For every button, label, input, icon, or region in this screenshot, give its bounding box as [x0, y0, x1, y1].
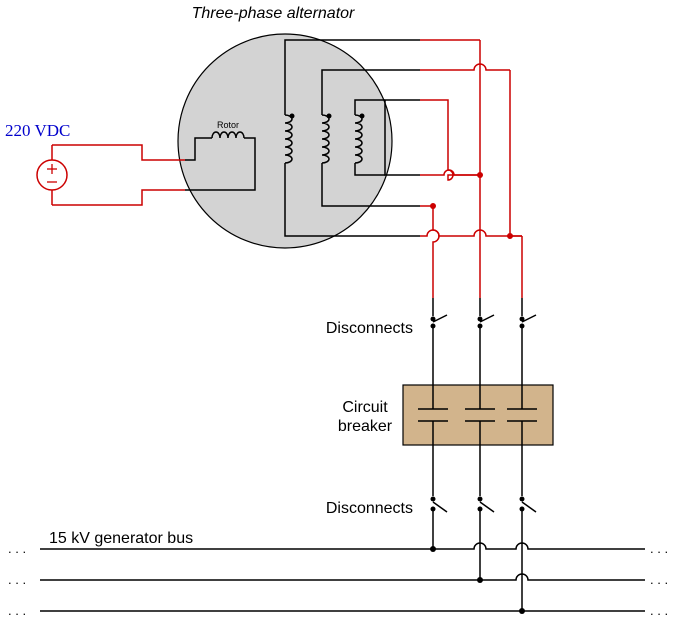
polarity-dot-c-icon	[359, 113, 365, 119]
disconnect-contact-dots-bottom	[430, 496, 525, 512]
bus-ellipsis-right: . . .	[650, 572, 668, 587]
breaker-contacts	[418, 385, 537, 445]
stator-coil-b-icon	[321, 114, 330, 164]
polarity-dot-b-icon	[326, 113, 332, 119]
polarity-dot-a-icon	[289, 113, 295, 119]
disconnect-contact-dots-top	[430, 316, 525, 329]
stator-coil-c-icon	[354, 114, 363, 164]
junction-dot	[507, 233, 513, 239]
disconnect-switch-bottom	[432, 445, 537, 549]
bus-junction-dot	[519, 608, 525, 614]
breaker-label-line2: breaker	[338, 418, 393, 435]
junction-dot	[477, 172, 483, 178]
breaker-label-line1: Circuit	[342, 399, 388, 416]
generator-bus-lines	[40, 542, 645, 612]
disconnects-top-label: Disconnects	[326, 320, 413, 337]
junction-dot	[430, 203, 436, 209]
disconnects-bottom-label: Disconnects	[326, 500, 413, 517]
dc-source-label: 220 VDC	[5, 121, 70, 140]
bus-ellipsis-left: . . .	[8, 603, 26, 618]
bus-junction-dot	[477, 577, 483, 583]
stator-coil-a-icon	[284, 114, 293, 164]
bus-ellipsis-right: . . .	[650, 603, 668, 618]
field-wiring	[52, 137, 256, 206]
circuit-breaker-box	[402, 384, 554, 446]
diagram-title: Three-phase alternator	[192, 5, 355, 22]
bus-ellipsis-left: . . .	[8, 541, 26, 556]
bus-ellipsis-left: . . .	[8, 572, 26, 587]
rotor-label: Rotor	[217, 120, 239, 130]
bus-label: 15 kV generator bus	[49, 530, 193, 547]
stator-wiring	[284, 39, 420, 237]
bus-ellipsis-right: . . .	[650, 541, 668, 556]
disconnect-switch-top	[432, 298, 537, 385]
alternator-housing	[177, 33, 393, 249]
bus-junction-dot	[430, 546, 436, 552]
rotor-coil-icon	[211, 131, 245, 139]
dc-source-symbol	[36, 145, 68, 205]
output-wiring	[420, 39, 523, 298]
